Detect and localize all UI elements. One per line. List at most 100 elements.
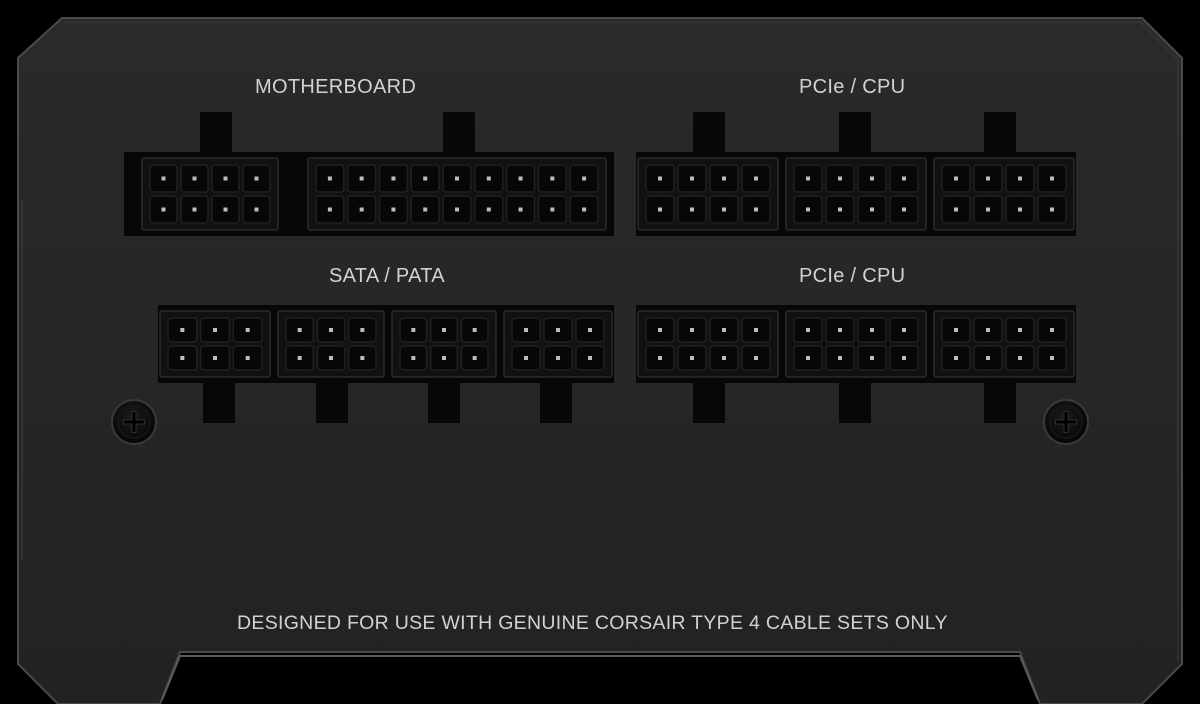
pin-contact (754, 328, 758, 332)
label-motherboard: MOTHERBOARD (255, 76, 417, 98)
pin-contact (722, 176, 726, 181)
connector-latch (540, 379, 572, 423)
pin-contact (455, 176, 459, 181)
pin-contact (360, 328, 365, 332)
label-sata-pata: SATA / PATA (329, 265, 445, 287)
label-pcie-cpu-top: PCIe / CPU (799, 76, 906, 98)
pin-contact (902, 207, 906, 212)
pin-contact (329, 356, 333, 360)
pin-contact (254, 207, 259, 212)
pin-contact (870, 176, 874, 181)
pin-contact (954, 328, 958, 332)
connector-latch (693, 379, 725, 423)
pin-contact (192, 207, 197, 212)
pin-contact (582, 207, 587, 212)
connector-socket-10-pin[interactable] (141, 157, 279, 231)
connector-socket-8-pin[interactable] (785, 157, 927, 231)
connector-latch (200, 112, 232, 156)
pin-contact (870, 207, 874, 212)
connector-socket-18-pin[interactable] (307, 157, 607, 231)
pin-contact (297, 328, 302, 332)
connector-latch (839, 112, 871, 156)
pin-contact (556, 328, 560, 332)
pin-contact (423, 207, 428, 212)
pin-contact (329, 328, 333, 332)
pin-contact (486, 207, 491, 212)
connector-socket-6-pin[interactable] (391, 310, 497, 378)
phillips-screw-icon (1043, 399, 1089, 445)
pin-contact (1018, 207, 1022, 212)
pin-contact (391, 207, 396, 212)
connector-socket-8-pin[interactable] (933, 310, 1075, 378)
connector-socket-6-pin[interactable] (503, 310, 613, 378)
connector-bank-pcie-cpu-top (636, 112, 1076, 236)
pin-contact (518, 207, 523, 212)
connector-latch (428, 379, 460, 423)
pin-contact (658, 176, 662, 181)
connector-socket-8-pin[interactable] (637, 310, 779, 378)
pin-contact (954, 356, 958, 360)
pin-contact (1018, 176, 1022, 181)
pin-contact (161, 176, 166, 181)
pin-contact (806, 328, 810, 332)
pin-contact (838, 328, 842, 332)
pin-contact (806, 176, 810, 181)
pin-contact (411, 356, 416, 360)
connector-latch (316, 379, 348, 423)
pin-contact (690, 356, 694, 360)
pin-contact (213, 328, 217, 332)
pin-contact (658, 356, 662, 360)
pin-contact (902, 328, 906, 332)
pin-contact (245, 328, 250, 332)
pin-contact (902, 176, 906, 181)
connector-latch (839, 379, 871, 423)
connector-socket-6-pin[interactable] (277, 310, 385, 378)
pin-contact (690, 328, 694, 332)
pin-contact (254, 176, 259, 181)
pin-contact (690, 207, 694, 212)
pin-contact (582, 176, 587, 181)
pin-contact (658, 328, 662, 332)
pin-contact (806, 356, 810, 360)
connector-latch (203, 379, 235, 423)
pin-contact (359, 176, 364, 181)
label-pcie-cpu-bottom: PCIe / CPU (799, 265, 906, 287)
pin-contact (690, 176, 694, 181)
connector-socket-8-pin[interactable] (785, 310, 927, 378)
pin-contact (1050, 356, 1054, 360)
pin-contact (223, 176, 228, 181)
pin-contact (524, 328, 528, 332)
pin-contact (556, 356, 560, 360)
pin-contact (838, 176, 842, 181)
connector-socket-8-pin[interactable] (637, 157, 779, 231)
panel-bottom-notch (161, 655, 1039, 701)
pin-contact (486, 176, 491, 181)
pin-contact (588, 328, 592, 332)
pin-contact (722, 356, 726, 360)
pin-contact (588, 356, 592, 360)
phillips-screw-icon (111, 399, 157, 445)
connector-socket-8-pin[interactable] (933, 157, 1075, 231)
pin-contact (455, 207, 459, 212)
pin-contact (754, 176, 758, 181)
pin-contact (411, 328, 416, 332)
pin-contact (524, 356, 528, 360)
pin-contact (1050, 328, 1054, 332)
connector-bank-motherboard (124, 112, 614, 236)
pin-contact (550, 176, 555, 181)
pin-contact (213, 356, 217, 360)
pin-contact (550, 207, 555, 212)
pin-contact (954, 176, 958, 181)
footer-notice: DESIGNED FOR USE WITH GENUINE CORSAIR TY… (237, 612, 948, 634)
connector-socket-6-pin[interactable] (159, 310, 271, 378)
pin-contact (223, 207, 228, 212)
connector-latch (984, 379, 1016, 423)
pin-contact (360, 356, 365, 360)
pin-contact (838, 356, 842, 360)
pin-contact (754, 356, 758, 360)
pin-contact (986, 176, 990, 181)
pin-contact (442, 328, 446, 332)
connector-latch (443, 112, 475, 156)
pin-contact (658, 207, 662, 212)
